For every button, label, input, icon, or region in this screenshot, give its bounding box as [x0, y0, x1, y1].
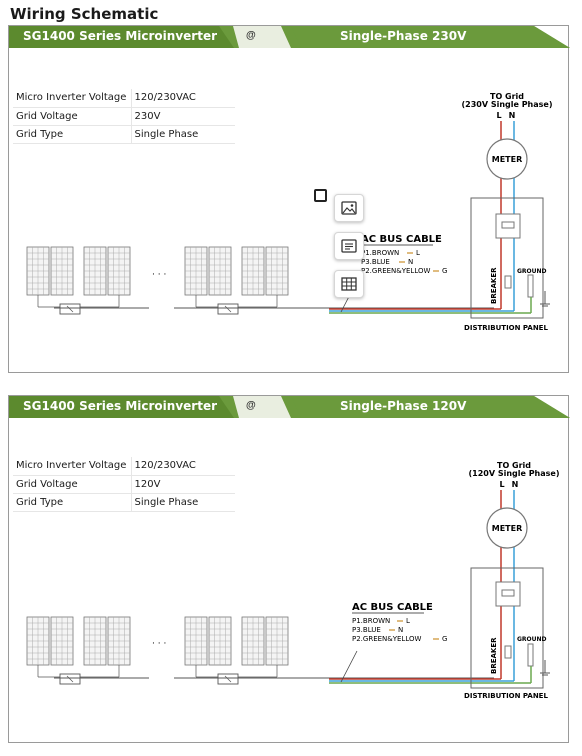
to-grid-label: TO Grid	[490, 92, 524, 101]
spec-label: Grid Voltage	[13, 475, 132, 494]
breaker-switch	[504, 645, 512, 659]
array-ellipsis: · · ·	[152, 270, 166, 280]
ground-label: GROUND	[517, 268, 547, 275]
banner-product-label: SG1400 Series Microinverter	[23, 29, 217, 43]
line-l-label: L	[499, 480, 504, 489]
line-n-label: N	[512, 480, 519, 489]
banner-at-sign: @	[246, 400, 256, 411]
microinverter-mark	[66, 305, 74, 313]
cable-title: AC BUS CABLE	[361, 234, 442, 245]
spec-label: Grid Type	[13, 493, 132, 512]
cable-line: P1.BROWN	[352, 617, 390, 625]
meter-circle	[486, 138, 528, 180]
main-switch	[495, 581, 521, 607]
spec-label: Micro Inverter Voltage	[13, 457, 132, 476]
microinverter-mark	[224, 675, 232, 683]
wiring-diagram: AC BUS CABLE P1.BROWN P3.BLUE P2.GREEN&Y…	[26, 92, 553, 332]
cable-line: P2.GREEN&YELLOW	[361, 267, 430, 275]
panel-banner: SG1400 Series Microinverter @ Single-Pha…	[9, 26, 570, 48]
distribution-panel-box	[470, 567, 544, 689]
insert-image-button[interactable]	[334, 194, 364, 222]
wiring-diagram: AC BUS CABLE P1.BROWN P3.BLUE P2.GREEN&Y…	[26, 461, 560, 700]
microinverter-mark	[66, 675, 74, 683]
spec-row: Micro Inverter Voltage 120/230VAC	[13, 457, 235, 476]
distribution-panel-label: DISTRIBUTION PANEL	[464, 324, 548, 332]
page-title: Wiring Schematic	[10, 5, 159, 23]
distribution-panel-box	[470, 197, 544, 319]
image-icon	[341, 201, 357, 215]
banner-phase-label: Single-Phase 120V	[340, 399, 467, 413]
meter-circle	[486, 507, 528, 549]
text-block-icon	[341, 239, 357, 253]
cable-end: L	[406, 617, 410, 625]
main-switch	[495, 213, 521, 239]
grid-phase-label: (230V Single Phase)	[461, 100, 552, 109]
breaker-label: BREAKER	[490, 267, 498, 304]
line-l-label: L	[496, 111, 501, 120]
ground-label: GROUND	[517, 636, 547, 643]
spec-table: Micro Inverter Voltage 120/230VAC Grid V…	[13, 89, 235, 144]
panel-banner: SG1400 Series Microinverter @ Single-Pha…	[9, 396, 570, 418]
cable-end: G	[442, 635, 447, 643]
cable-end: L	[416, 249, 420, 257]
banner-product-label: SG1400 Series Microinverter	[23, 399, 217, 413]
grid-phase-label: (120V Single Phase)	[468, 469, 559, 478]
spec-row: Micro Inverter Voltage 120/230VAC	[13, 89, 235, 108]
main-switch-slot	[501, 221, 515, 229]
banner-phase-label: Single-Phase 230V	[340, 29, 467, 43]
spec-value: 120V	[131, 475, 235, 494]
spec-label: Micro Inverter Voltage	[13, 89, 132, 108]
banner-at-sign: @	[246, 30, 256, 41]
cable-title: AC BUS CABLE	[352, 602, 433, 613]
checkbox-icon[interactable]	[314, 189, 327, 202]
cable-end: N	[398, 626, 403, 634]
breaker-label: BREAKER	[490, 637, 498, 674]
ground-bar	[527, 274, 534, 298]
meter-label: METER	[492, 155, 523, 164]
cable-line: P3.BLUE	[361, 258, 390, 266]
cable-end: G	[442, 267, 447, 275]
array-ellipsis: · · ·	[152, 639, 166, 649]
spec-table: Micro Inverter Voltage 120/230VAC Grid V…	[13, 457, 235, 512]
spec-row: Grid Voltage 230V	[13, 107, 235, 126]
cable-line: P1.BROWN	[361, 249, 399, 257]
floating-toolbar	[312, 186, 368, 298]
spec-value: Single Phase	[131, 493, 235, 512]
spec-value: 120/230VAC	[131, 457, 235, 476]
table-icon	[341, 277, 357, 291]
spec-label: Grid Type	[13, 125, 132, 144]
wiring-panel-120v: SG1400 Series Microinverter @ Single-Pha…	[8, 395, 570, 743]
microinverter-mark	[224, 305, 232, 313]
spec-row: Grid Type Single Phase	[13, 493, 235, 512]
wiring-panel-230v: SG1400 Series Microinverter @ Single-Pha…	[8, 25, 570, 373]
spec-row: Grid Type Single Phase	[13, 125, 235, 144]
solar-array-group	[26, 246, 289, 315]
to-grid-label: TO Grid	[497, 461, 531, 470]
spec-label: Grid Voltage	[13, 107, 132, 126]
insert-table-button[interactable]	[334, 270, 364, 298]
spec-row: Grid Voltage 120V	[13, 475, 235, 494]
cable-line: P3.BLUE	[352, 626, 381, 634]
line-n-label: N	[509, 111, 516, 120]
cable-end: N	[408, 258, 413, 266]
spec-value: 120/230VAC	[131, 89, 235, 108]
banner-background	[9, 26, 570, 48]
spec-value: 230V	[131, 107, 235, 126]
distribution-panel-label: DISTRIBUTION PANEL	[464, 692, 548, 700]
meter-label: METER	[492, 524, 523, 533]
cable-line: P2.GREEN&YELLOW	[352, 635, 421, 643]
cable-pointer	[340, 650, 358, 683]
solar-array-group	[26, 616, 289, 685]
ground-bar	[527, 643, 534, 667]
banner-background	[9, 396, 570, 418]
insert-text-button[interactable]	[334, 232, 364, 260]
spec-value: Single Phase	[131, 125, 235, 144]
breaker-switch	[504, 275, 512, 289]
main-switch-slot	[501, 589, 515, 597]
